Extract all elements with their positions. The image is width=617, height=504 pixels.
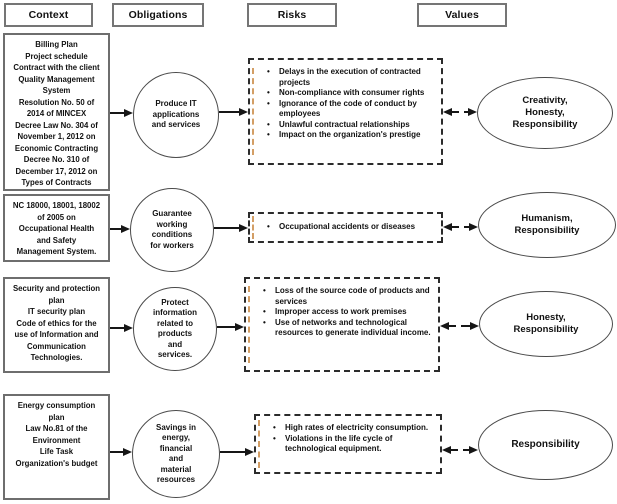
arrowhead-left-icon (440, 322, 449, 330)
column-header-risks: Risks (247, 3, 337, 27)
arrowhead-right-icon (469, 223, 478, 231)
risks-list-row2: Occupational accidents or diseases (250, 222, 441, 233)
arrow-context-to-obligation-row1 (110, 108, 133, 118)
risk-box-left-accent (248, 286, 250, 363)
risk-box-left-accent (252, 68, 254, 155)
arrow-obligation-to-risks-row3 (217, 322, 244, 332)
column-header-obligations: Obligations (112, 3, 204, 27)
arrow-context-to-obligation-row3 (110, 323, 133, 333)
context-box-row3: Security and protection plan IT security… (3, 277, 110, 373)
obligation-circle-row1: Produce IT applications and services (133, 72, 219, 158)
risks-box-row3: Loss of the source code of products and … (244, 277, 440, 372)
arrow-context-to-obligation-row4 (110, 447, 132, 457)
arrow-obligation-to-risks-row2 (214, 223, 248, 233)
arrow-shaft (452, 111, 459, 113)
column-header-values: Values (417, 3, 507, 27)
risk-item: Unlawful contractual relationships (266, 120, 437, 131)
arrowhead-left-icon (443, 108, 452, 116)
arrow-shaft (110, 228, 121, 230)
risk-box-left-accent (258, 420, 260, 468)
risks-list-row1: Delays in the execution of contracted pr… (250, 67, 441, 141)
arrow-shaft (110, 112, 124, 114)
double-arrow-risks-values-row2 (443, 222, 478, 232)
risk-item: Violations in the life cycle of technolo… (272, 434, 436, 455)
arrow-shaft (451, 449, 458, 451)
arrowhead-right-icon (239, 224, 248, 232)
arrowhead-right-icon (124, 324, 133, 332)
arrow-shaft (464, 226, 469, 228)
risk-item: Use of networks and technological resour… (262, 318, 434, 339)
arrowhead-right-icon (124, 109, 133, 117)
arrow-shaft (219, 111, 239, 113)
arrow-shaft (464, 111, 468, 113)
risk-item: Non-compliance with consumer rights (266, 88, 437, 99)
arrowhead-left-icon (443, 223, 452, 231)
arrow-shaft (449, 325, 456, 327)
risk-item: Ignorance of the code of conduct by empl… (266, 99, 437, 120)
arrow-shaft (461, 325, 470, 327)
arrow-obligation-to-risks-row4 (220, 447, 254, 457)
arrow-shaft (214, 227, 239, 229)
values-ellipse-row2: Humanism, Responsibility (478, 192, 616, 258)
obligation-circle-row2: Guarantee working conditions for workers (130, 188, 214, 272)
risks-box-row1: Delays in the execution of contracted pr… (248, 58, 443, 165)
arrow-obligation-to-risks-row1 (219, 107, 248, 117)
arrowhead-right-icon (470, 322, 479, 330)
arrowhead-left-icon (442, 446, 451, 454)
obligation-circle-row3: Protect information related to products … (133, 287, 217, 371)
risks-list-row3: Loss of the source code of products and … (246, 286, 438, 339)
values-ellipse-row3: Honesty, Responsibility (479, 291, 613, 357)
arrow-shaft (110, 451, 123, 453)
arrowhead-right-icon (469, 446, 478, 454)
risk-item: Improper access to work premises (262, 307, 434, 318)
double-arrow-risks-values-row1 (443, 107, 477, 117)
arrowhead-right-icon (121, 225, 130, 233)
risk-box-left-accent (252, 216, 254, 239)
risk-item: Occupational accidents or diseases (266, 222, 437, 233)
values-ellipse-row4: Responsibility (478, 410, 613, 480)
arrowhead-right-icon (468, 108, 477, 116)
arrow-context-to-obligation-row2 (110, 224, 130, 234)
context-box-row2: NC 18000, 18001, 18002 of 2005 on Occupa… (3, 194, 110, 262)
arrowhead-right-icon (123, 448, 132, 456)
risk-item: Loss of the source code of products and … (262, 286, 434, 307)
risk-item: Impact on the organization's prestige (266, 130, 437, 141)
values-ellipse-row1: Creativity, Honesty, Responsibility (477, 77, 613, 149)
arrow-shaft (452, 226, 459, 228)
risk-item: High rates of electricity consumption. (272, 423, 436, 434)
obligation-circle-row4: Savings in energy, financial and materia… (132, 410, 220, 498)
column-header-context: Context (4, 3, 93, 27)
arrow-shaft (217, 326, 235, 328)
arrowhead-right-icon (245, 448, 254, 456)
risks-box-row2: Occupational accidents or diseases (248, 212, 443, 243)
risks-list-row4: High rates of electricity consumption. V… (256, 423, 440, 455)
arrow-shaft (220, 451, 245, 453)
double-arrow-risks-values-row3 (440, 321, 479, 331)
arrow-shaft (110, 327, 124, 329)
risks-box-row4: High rates of electricity consumption. V… (254, 414, 442, 474)
context-box-row1: Billing Plan Project schedule Contract w… (3, 33, 110, 191)
arrowhead-right-icon (235, 323, 244, 331)
risk-item: Delays in the execution of contracted pr… (266, 67, 437, 88)
context-box-row4: Energy consumption plan Law No.81 of the… (3, 394, 110, 500)
arrowhead-right-icon (239, 108, 248, 116)
arrow-shaft (463, 449, 469, 451)
double-arrow-risks-values-row4 (442, 445, 478, 455)
